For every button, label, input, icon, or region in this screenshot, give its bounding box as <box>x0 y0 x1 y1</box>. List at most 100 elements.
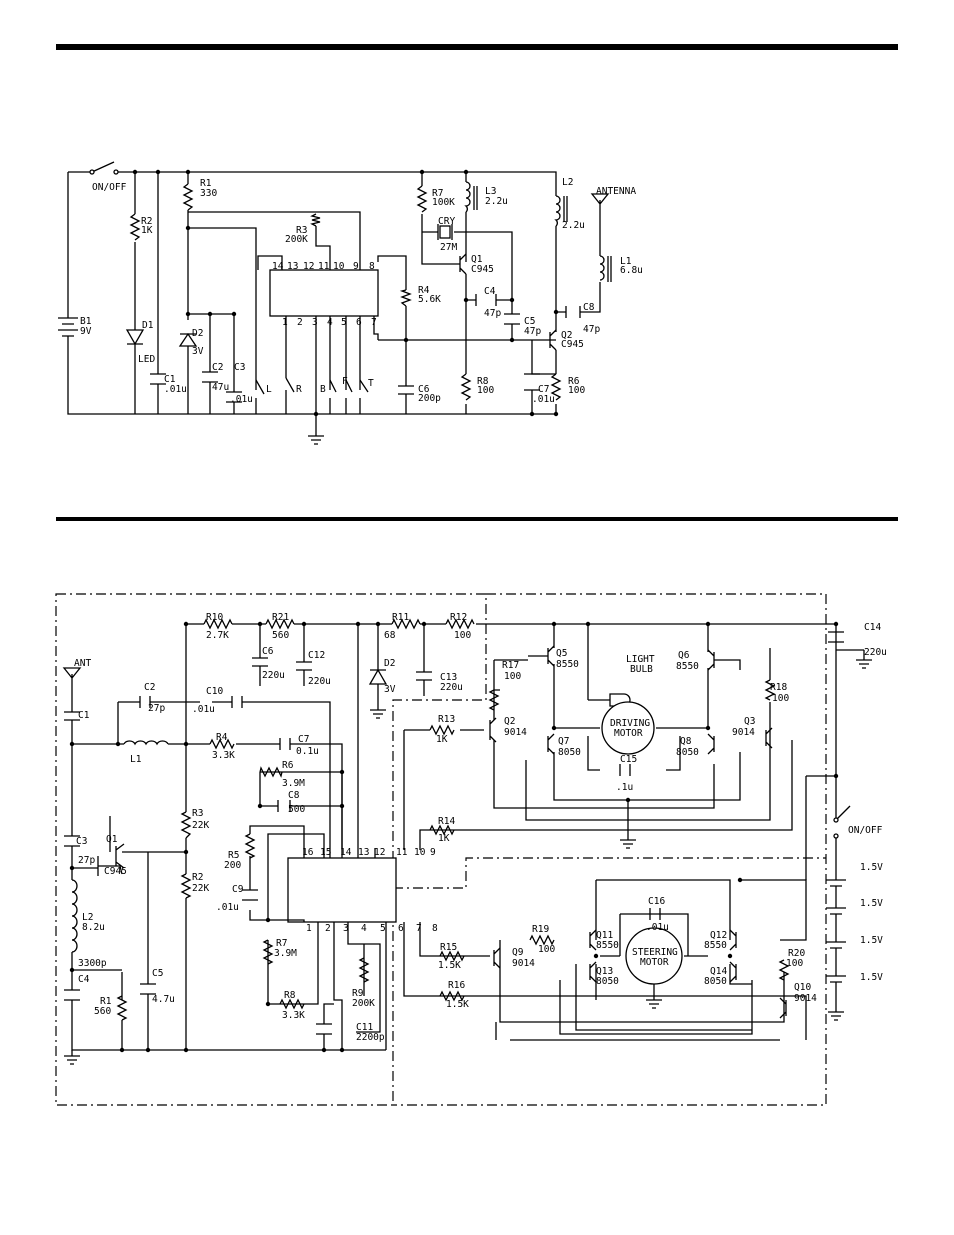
rx-r2-ref: R2 <box>192 872 203 883</box>
rx-ic-pin-6: 6 <box>398 923 404 934</box>
tx-r1-value: 330 <box>200 188 217 199</box>
rx-r6-ref: R6 <box>282 760 294 771</box>
rx-q14-ref: Q14 <box>710 966 727 977</box>
tx-c2-ref: C2 <box>212 362 223 373</box>
rx-driving-motor-label: MOTOR <box>614 728 643 739</box>
rx-c12-value: 220u <box>308 676 331 687</box>
tx-d2-value: 3V <box>192 346 204 357</box>
tx-cry-ref: CRY <box>438 216 455 227</box>
rx-q7-ref: Q7 <box>558 736 569 747</box>
rx-c14-ref: C14 <box>864 622 881 633</box>
rx-r14-ref: R14 <box>438 816 455 827</box>
rx-r6-value: 3.9M <box>282 778 305 789</box>
rx-q11-ref: Q11 <box>596 930 613 941</box>
tx-r8-ref: R8 <box>477 376 489 387</box>
tx-ic-pin-10: 10 <box>333 261 345 272</box>
tx-c6-value: 200p <box>418 393 441 404</box>
rx-driving-label: DRIVING <box>610 718 650 729</box>
rx-ic-pin-16: 16 <box>302 847 314 858</box>
tx-c4-value: 47p <box>484 308 501 319</box>
rx-q1-value: C945 <box>104 866 127 877</box>
rx-r20-value: 100 <box>786 958 803 969</box>
rx-ic-pin-3: 3 <box>343 923 349 934</box>
receiver-ic <box>287 857 397 923</box>
rx-r18-ref: R18 <box>770 682 787 693</box>
tx-r2-ref: R2 <box>141 216 152 227</box>
rx-q3-value: 9014 <box>732 727 755 738</box>
rx-c16-ref: C16 <box>648 896 665 907</box>
rx-r9-value: 200K <box>352 998 375 1009</box>
rx-r3-ref: R3 <box>192 808 203 819</box>
driving-motor <box>601 701 655 755</box>
rx-q6-value: 8550 <box>676 661 699 672</box>
rx-l2-value: 8.2u <box>82 922 105 933</box>
tx-l2-value: 2.2u <box>562 220 585 231</box>
rx-c8-ref: C8 <box>288 790 300 801</box>
tx-button-t: T <box>368 378 374 389</box>
rx-cell-3: 1.5V <box>860 935 883 946</box>
tx-l3-value: 2.2u <box>485 196 508 207</box>
tx-d1-value: LED <box>138 354 155 365</box>
rx-c5-ref: C5 <box>152 968 163 979</box>
tx-c2-value: 47u <box>212 382 229 393</box>
tx-r3-value: 200K <box>285 234 308 245</box>
rx-q8-value: 8050 <box>676 747 699 758</box>
tx-c4-ref: C4 <box>484 286 496 297</box>
tx-cry-value: 27M <box>440 242 457 253</box>
tx-button-l: L <box>266 384 272 395</box>
rx-q5-value: 8550 <box>556 659 579 670</box>
rx-q10-ref: Q10 <box>794 982 811 993</box>
rx-q11-value: 8550 <box>596 940 619 951</box>
rx-l1-ref: L1 <box>130 754 142 765</box>
tx-antenna-label: ANTENNA <box>596 186 636 197</box>
rx-c9-ref: C9 <box>232 884 244 895</box>
rx-r18-value: 100 <box>772 693 789 704</box>
tx-l1-value: 6.8u <box>620 265 643 276</box>
rx-q12-ref: Q12 <box>710 930 727 941</box>
tx-r7-value: 100K <box>432 197 455 208</box>
rx-r9-ref: R9 <box>352 988 364 999</box>
rx-c15-ref: C15 <box>620 754 637 765</box>
tx-l2-ref: L2 <box>562 177 573 188</box>
tx-r6-ref: R6 <box>568 376 580 387</box>
tx-ic-pin-8: 8 <box>369 261 375 272</box>
rx-c1-ref: C1 <box>78 710 90 721</box>
tx-ic-pin-12: 12 <box>303 261 314 272</box>
rx-q3-ref: Q3 <box>744 716 755 727</box>
rx-ic-pin-2: 2 <box>325 923 331 934</box>
tx-ic-pin-11: 11 <box>318 261 330 272</box>
rx-steering-motor-label: MOTOR <box>640 957 669 968</box>
rx-ic-pin-5: 5 <box>380 923 386 934</box>
tx-ic-pin-14: 14 <box>272 261 284 272</box>
rx-q8-ref: Q8 <box>680 736 692 747</box>
rx-r16-ref: R16 <box>448 980 465 991</box>
rx-ic-pin-4: 4 <box>361 923 367 934</box>
rx-q14-value: 8050 <box>704 976 727 987</box>
rx-r16-value: 1.5K <box>446 999 469 1010</box>
rx-ic-pin-12: 12 <box>374 847 385 858</box>
rx-r4-ref: R4 <box>216 732 228 743</box>
rx-d2-value: 3V <box>384 684 396 695</box>
rx-q5-ref: Q5 <box>556 648 567 659</box>
tx-r1-ref: R1 <box>200 178 212 189</box>
tx-c3-ref: C3 <box>234 362 245 373</box>
rx-steering-label: STEERING <box>632 947 678 958</box>
rx-q12-value: 8550 <box>704 940 727 951</box>
rx-ic-pin-8: 8 <box>432 923 438 934</box>
rx-r13-ref: R13 <box>438 714 455 725</box>
rx-r20-ref: R20 <box>788 948 805 959</box>
rx-r7-ref: R7 <box>276 938 287 949</box>
receiver-labels: ANT ON/OFF LIGHT BULB DRIVING MOTOR STEE… <box>74 612 887 1043</box>
rx-r19-value: 100 <box>538 944 555 955</box>
tx-d1-ref: D1 <box>142 320 154 331</box>
tx-b1-value: 9V <box>80 326 92 337</box>
tx-c1-value: .01u <box>164 384 187 395</box>
tx-switch-label: ON/OFF <box>92 182 127 193</box>
rx-r8-ref: R8 <box>284 990 296 1001</box>
rx-ic-pin-9: 9 <box>430 847 436 858</box>
rx-c15-value: .1u <box>616 782 633 793</box>
rx-r14-value: 1K <box>438 833 450 844</box>
tx-c7-value: .01u <box>532 394 555 405</box>
rx-q2-value: 9014 <box>504 727 527 738</box>
rx-c2-ref: C2 <box>144 682 155 693</box>
